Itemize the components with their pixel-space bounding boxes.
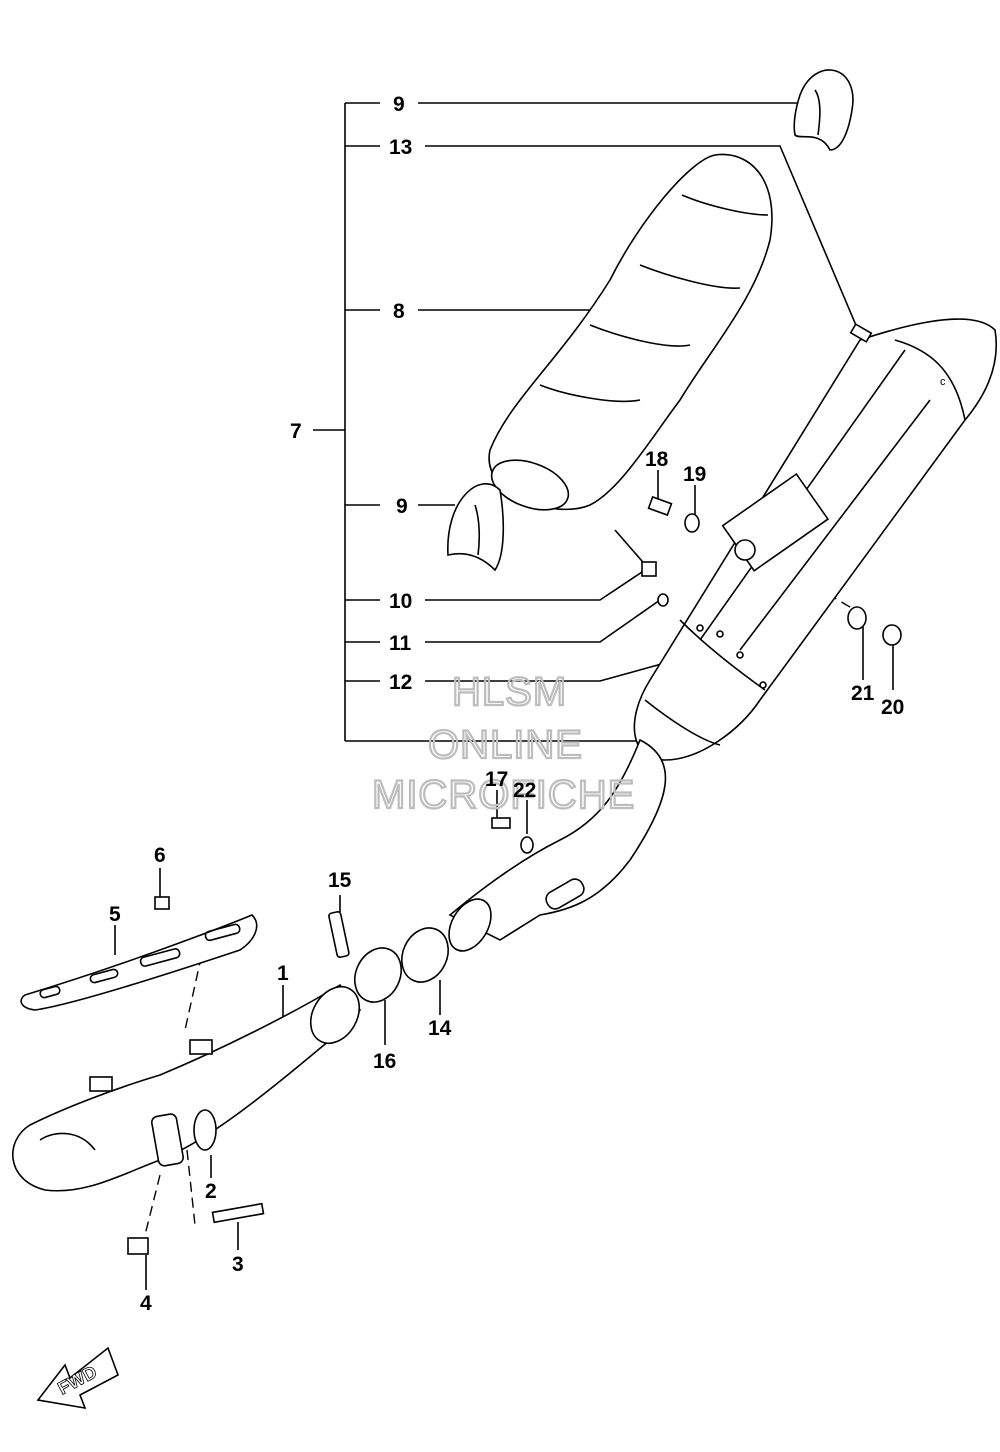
callout-3: 3 bbox=[232, 1253, 244, 1276]
callout-16: 16 bbox=[373, 1050, 396, 1073]
bolt-18-icon bbox=[647, 495, 673, 517]
heat-shield-5 bbox=[20, 896, 258, 1011]
watermark: HLSM ONLINE MICROFICHE bbox=[371, 669, 636, 818]
watermark-line3: MICROFICHE bbox=[372, 773, 635, 817]
nut-4-icon bbox=[127, 1237, 149, 1255]
callout-21: 21 bbox=[851, 682, 875, 705]
exhaust-pipe-1 bbox=[12, 983, 362, 1192]
collar-20-icon bbox=[882, 624, 902, 646]
callout-13: 13 bbox=[389, 136, 412, 159]
flange-hardware bbox=[127, 1109, 265, 1255]
connector-pipe bbox=[448, 738, 667, 952]
bolt-13-icon bbox=[849, 323, 873, 343]
callout-10: 10 bbox=[389, 590, 412, 613]
muffler-hardware bbox=[614, 323, 902, 646]
joint-parts bbox=[328, 911, 449, 1003]
callout-7: 7 bbox=[290, 420, 302, 443]
callout-22: 22 bbox=[513, 779, 536, 802]
part-9-upper-cap bbox=[793, 69, 854, 151]
rivet-10-head-icon bbox=[641, 561, 657, 577]
washer-19-icon bbox=[684, 513, 700, 533]
gasket-2-icon bbox=[193, 1109, 217, 1151]
callout-2: 2 bbox=[205, 1180, 217, 1203]
watermark-line2: ONLINE bbox=[428, 723, 583, 767]
washer-22-icon bbox=[520, 836, 534, 854]
part-8-packing-sleeve bbox=[488, 153, 773, 511]
callout-19: 19 bbox=[683, 463, 706, 486]
muffler-mark: c bbox=[940, 376, 946, 388]
gasket-14-icon bbox=[401, 927, 449, 983]
callout-17: 17 bbox=[485, 768, 508, 791]
callout-4: 4 bbox=[140, 1292, 152, 1315]
callout-14: 14 bbox=[428, 1017, 452, 1040]
callout-18: 18 bbox=[645, 448, 669, 471]
callout-8: 8 bbox=[393, 300, 405, 323]
leader-lines bbox=[114, 102, 894, 1290]
callout-11: 11 bbox=[389, 632, 412, 655]
callout-6: 6 bbox=[154, 844, 166, 867]
clamp-16-icon bbox=[354, 947, 402, 1003]
bolt-6-icon bbox=[154, 896, 170, 910]
callout-20: 20 bbox=[881, 696, 904, 719]
part-9-lower-cap bbox=[447, 483, 505, 572]
callout-1: 1 bbox=[277, 962, 289, 985]
watermark-line1: HLSM bbox=[452, 670, 567, 714]
pipe-bracket-icon bbox=[89, 1076, 113, 1092]
assembly-7-bracket bbox=[313, 102, 645, 742]
callout-9-lower: 9 bbox=[396, 495, 408, 518]
washer-11-icon bbox=[657, 593, 669, 607]
callout-12: 12 bbox=[389, 671, 412, 694]
callout-labels: 9 13 8 7 9 10 11 12 18 19 21 20 17 22 6 … bbox=[109, 93, 904, 1315]
muffler-body: c bbox=[633, 318, 998, 761]
grommet-21-icon bbox=[847, 606, 867, 630]
callout-9-top: 9 bbox=[393, 93, 405, 116]
callout-15: 15 bbox=[328, 869, 352, 892]
stud-3-icon bbox=[211, 1202, 265, 1224]
bolt-15-icon bbox=[328, 911, 350, 959]
callout-5: 5 bbox=[109, 903, 121, 926]
bolt-17-icon bbox=[491, 817, 511, 829]
fwd-arrow: FWD bbox=[36, 1346, 119, 1410]
